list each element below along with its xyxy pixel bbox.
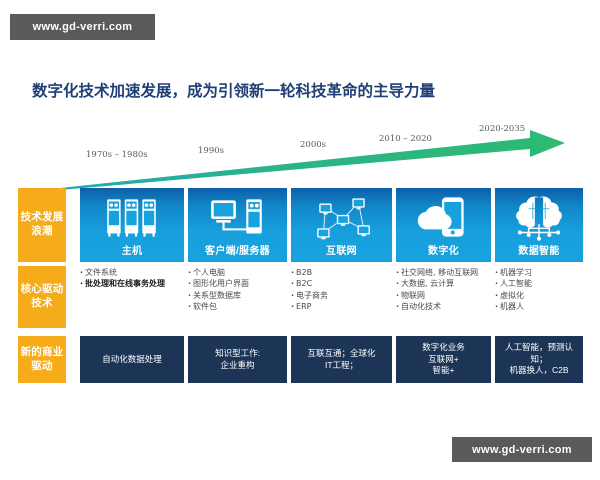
core-tech-item-1-0: 个人电脑	[188, 267, 293, 278]
era-label-2: 2000s	[300, 140, 326, 150]
mainframe-icon	[107, 199, 156, 237]
core-tech-item-0-0: 文件系统	[80, 267, 190, 278]
core-tech-item-1-3: 软件包	[188, 301, 293, 312]
core-tech-item-0-1: 批处理和在线事务处理	[80, 278, 190, 289]
row-label-technology-waves: 技术发展浪潮	[18, 188, 66, 262]
era-label-1: 1990s	[198, 146, 224, 156]
business-driver-1[interactable]: 知识型工作: 企业重构	[188, 336, 287, 383]
core-tech-list-4: 机器学习人工智能虚拟化机器人	[495, 266, 589, 329]
era-label-0: 1970s – 1980s	[86, 150, 148, 160]
core-tech-item-1-2: 关系型数据库	[188, 290, 293, 301]
business-driver-0[interactable]: 自动化数据处理	[80, 336, 184, 383]
core-tech-item-4-0: 机器学习	[495, 267, 589, 278]
core-tech-item-2-2: 电子商务	[291, 290, 398, 301]
core-tech-item-3-3: 自动化技术	[396, 301, 497, 312]
core-tech-item-3-2: 物联网	[396, 290, 497, 301]
wave-panel-3[interactable]: 数字化	[396, 188, 491, 262]
row-label-business-drivers: 新的商业驱动	[18, 336, 66, 383]
wave-panel-0[interactable]: 主机	[80, 188, 184, 262]
core-tech-list-3: 社交网络, 移动互联网大数据, 云计算物联网自动化技术	[396, 266, 497, 329]
network-nodes-icon	[316, 198, 370, 240]
era-label-4: 2020-2035	[479, 124, 526, 134]
wave-panel-2[interactable]: 互联网	[291, 188, 392, 262]
wave-icon-wrap-2	[291, 188, 392, 242]
wave-label-4: 数据智能	[518, 246, 560, 257]
core-tech-item-4-2: 虚拟化	[495, 290, 589, 301]
wave-panel-4[interactable]: 数据智能	[495, 188, 583, 262]
core-tech-item-3-0: 社交网络, 移动互联网	[396, 267, 497, 278]
wave-icon-wrap-4	[495, 188, 583, 242]
brain-circuit-icon	[516, 196, 562, 241]
watermark-top: www.gd-verri.com	[10, 14, 155, 40]
cloud-mobile-icon	[417, 197, 464, 237]
arrow-shape	[60, 130, 565, 190]
watermark-bottom: www.gd-verri.com	[452, 437, 592, 462]
wave-icon-wrap-0	[80, 188, 184, 242]
technology-waves-matrix: 技术发展浪潮 核心驱动技术 新的商业驱动	[18, 188, 583, 383]
core-tech-item-2-1: B2C	[291, 278, 398, 289]
wave-label-3: 数字化	[428, 246, 459, 257]
wave-icon-wrap-1	[188, 188, 287, 242]
core-tech-item-4-1: 人工智能	[495, 278, 589, 289]
wave-label-2: 互联网	[326, 246, 357, 257]
core-tech-list-0: 文件系统批处理和在线事务处理	[80, 266, 190, 329]
business-driver-3[interactable]: 数字化业务 互联网+ 智能+	[396, 336, 491, 383]
wave-label-0: 主机	[121, 246, 143, 257]
core-tech-list-1: 个人电脑图形化用户界面关系型数据库软件包	[188, 266, 293, 329]
client-server-icon	[210, 199, 262, 234]
wave-icon-wrap-3	[396, 188, 491, 242]
wave-panel-1[interactable]: 客户端/服务器	[188, 188, 287, 262]
core-tech-item-2-0: B2B	[291, 267, 398, 278]
core-tech-item-1-1: 图形化用户界面	[188, 278, 293, 289]
core-tech-item-2-3: ERP	[291, 301, 398, 312]
core-tech-list-2: B2BB2C电子商务ERP	[291, 266, 398, 329]
core-tech-item-4-3: 机器人	[495, 301, 589, 312]
wave-label-1: 客户端/服务器	[205, 246, 270, 257]
technology-progress-arrow	[60, 130, 565, 190]
row-label-core-technologies: 核心驱动技术	[18, 266, 66, 328]
era-label-3: 2010 – 2020	[379, 134, 432, 144]
core-tech-item-3-1: 大数据, 云计算	[396, 278, 497, 289]
page-title: 数字化技术加速发展，成为引领新一轮科技革命的主导力量	[32, 81, 436, 100]
business-driver-4[interactable]: 人工智能，预测认知； 机器换人，C2B	[495, 336, 583, 383]
business-driver-2[interactable]: 互联互通；全球化 IT工程；	[291, 336, 392, 383]
